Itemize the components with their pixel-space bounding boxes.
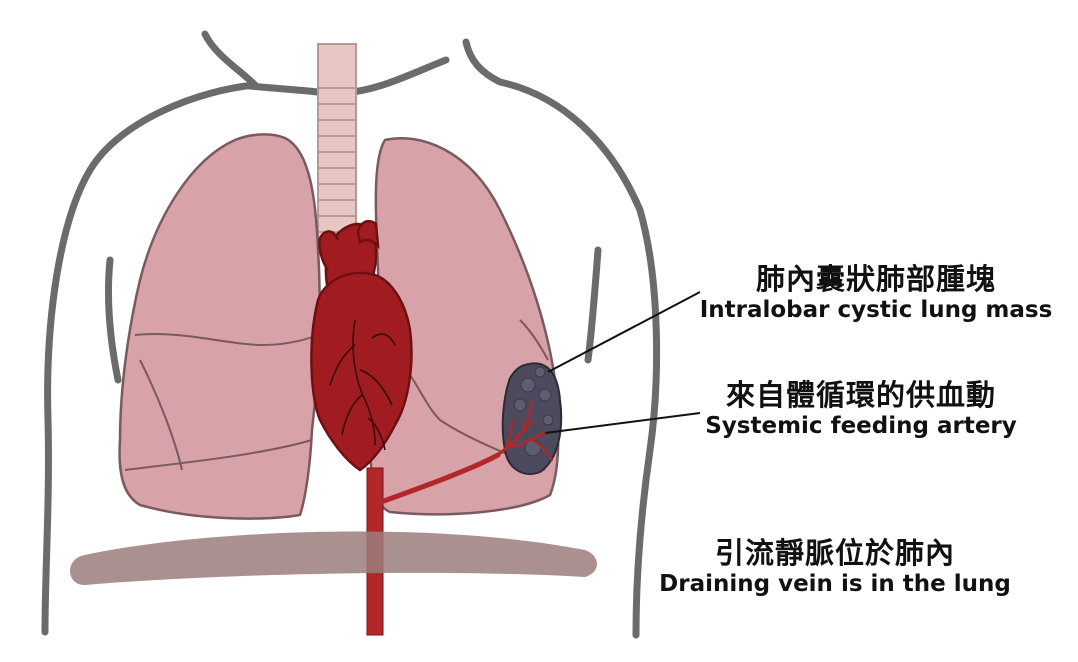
pointer-line-mass (547, 291, 701, 373)
cystic-mass (501, 362, 563, 475)
pointer-line-artery (544, 412, 701, 434)
feeding-artery-branch-2 (508, 430, 547, 449)
label-draining-vein: 引流靜脈位於肺內 Draining vein is in the lung (655, 536, 1015, 598)
trachea (317, 43, 357, 245)
left-lung-fissure-upper (519, 319, 549, 361)
right-lung (118, 133, 321, 520)
neck-line-right (346, 56, 450, 96)
neck-line-left (246, 82, 322, 96)
great-vessel-right (356, 220, 380, 250)
shoulder-crease-left (104, 256, 122, 384)
label-artery-zh: 來自體循環的供血動 (725, 378, 996, 412)
label-feeding-artery: 來自體循環的供血動 Systemic feeding artery (690, 378, 1032, 440)
trachea-tube (317, 43, 357, 245)
feeding-artery-branch-5 (531, 439, 553, 461)
feeding-artery (378, 401, 553, 505)
feeding-artery-branch-1 (494, 420, 534, 458)
feeding-artery-branch-4 (504, 419, 513, 451)
right-lung-fissure-lower (124, 439, 313, 471)
right-lung-fissure-oblique (139, 359, 183, 471)
diaphragm (70, 531, 598, 585)
label-artery-en: Systemic feeding artery (705, 413, 1017, 439)
label-mass-en: Intralobar cystic lung mass (699, 297, 1053, 323)
shoulder-crease-right (584, 246, 602, 364)
body-outline (41, 30, 661, 639)
coronary-vessels (329, 319, 396, 451)
feeding-artery-trunk (378, 452, 501, 505)
great-vessel-left (318, 230, 340, 271)
mass-cysts (513, 366, 554, 457)
label-intralobar-mass: 肺內囊狀肺部腫塊 Intralobar cystic lung mass (690, 262, 1062, 324)
pointer-lines (544, 291, 701, 434)
label-vein-en: Draining vein is in the lung (659, 571, 1011, 597)
label-mass-zh: 肺內囊狀肺部腫塊 (755, 262, 996, 296)
right-lung-fissure-horizontal (134, 333, 319, 347)
heart (310, 220, 413, 472)
feeding-artery-branch-3 (521, 401, 533, 433)
heart-body (310, 271, 413, 472)
label-vein-zh: 引流靜脈位於肺內 (714, 536, 955, 570)
body-outline-right (462, 38, 661, 639)
